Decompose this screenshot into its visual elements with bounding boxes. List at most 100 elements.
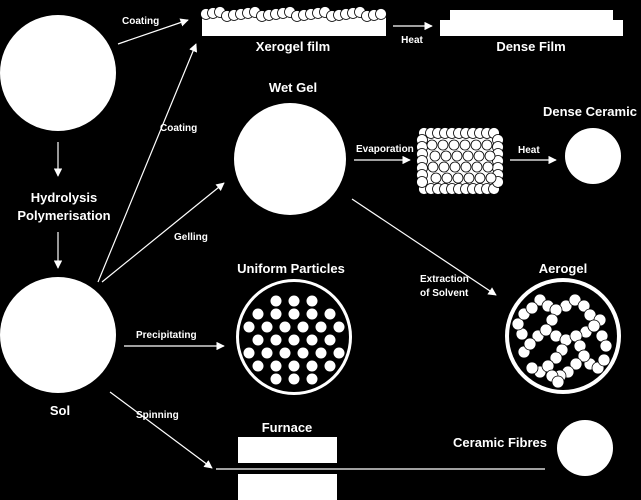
arrow-coating-diagonal <box>97 43 198 283</box>
particle <box>482 161 494 173</box>
particle <box>583 308 597 322</box>
aerogel-network <box>511 293 613 389</box>
particle <box>375 8 387 20</box>
particle <box>577 349 591 363</box>
particle <box>306 295 318 307</box>
particle <box>306 373 318 385</box>
particle <box>577 299 591 313</box>
particle <box>441 172 453 184</box>
xerogel-film-particles <box>200 6 387 22</box>
particle <box>427 161 439 173</box>
particle <box>270 295 282 307</box>
dense-film <box>440 10 623 36</box>
wet-gel-circle <box>234 103 346 215</box>
arrow-gelling <box>101 182 225 283</box>
xerogel-block <box>416 127 504 195</box>
particle <box>539 323 553 337</box>
particle <box>297 321 309 333</box>
particle <box>484 150 496 162</box>
particle <box>440 150 452 162</box>
sol-circle <box>0 277 116 393</box>
particle <box>315 347 327 359</box>
particle <box>460 161 472 173</box>
particle <box>511 317 525 331</box>
particle <box>288 360 300 372</box>
particle <box>568 293 582 307</box>
furnace-bottom <box>238 474 337 500</box>
extraction-label-1: Extraction <box>420 274 469 285</box>
particle <box>297 347 309 359</box>
particle <box>471 161 483 173</box>
coating-top-label: Coating <box>122 16 159 27</box>
particle <box>416 176 428 188</box>
particle <box>288 308 300 320</box>
particle <box>333 321 345 333</box>
particle <box>449 161 461 173</box>
particle <box>261 347 273 359</box>
particle <box>470 139 482 151</box>
wet-gel-label: Wet Gel <box>269 80 317 95</box>
particle <box>333 347 345 359</box>
particle <box>315 321 327 333</box>
xerogel-film <box>200 6 387 36</box>
particle <box>279 347 291 359</box>
particle <box>569 357 583 371</box>
particle <box>426 139 438 151</box>
particle <box>252 334 264 346</box>
particle <box>261 321 273 333</box>
particle <box>324 334 336 346</box>
particle <box>252 360 264 372</box>
particle <box>270 373 282 385</box>
particle <box>599 339 613 353</box>
particle <box>463 172 475 184</box>
particle <box>523 337 537 351</box>
particle <box>270 334 282 346</box>
furnace-top <box>238 437 337 463</box>
particle <box>485 172 497 184</box>
hydrolysis-label: Hydrolysis <box>31 190 97 205</box>
uniform-particle-dots <box>243 295 345 385</box>
particle <box>270 360 282 372</box>
particle <box>437 139 449 151</box>
particle <box>525 301 539 315</box>
particle <box>324 308 336 320</box>
particle <box>279 321 291 333</box>
particle <box>306 360 318 372</box>
aerogel-label: Aerogel <box>539 261 587 276</box>
spinning-label: Spinning <box>136 410 179 421</box>
particle <box>551 375 565 389</box>
particle <box>430 172 442 184</box>
xerogel-block-particles <box>416 127 504 195</box>
particle <box>473 150 485 162</box>
particle <box>597 353 611 367</box>
evaporation-label: Evaporation <box>356 144 414 155</box>
particle <box>549 351 563 365</box>
particle <box>481 139 493 151</box>
particle <box>474 172 486 184</box>
particle <box>324 360 336 372</box>
particle <box>545 313 559 327</box>
particle <box>459 139 471 151</box>
particle <box>306 334 318 346</box>
arrow-spinning <box>109 391 213 469</box>
particle <box>451 150 463 162</box>
particle <box>288 334 300 346</box>
polymerisation-label: Polymerisation <box>17 208 110 223</box>
xerogel-film-label: Xerogel film <box>256 39 330 54</box>
particle <box>587 319 601 333</box>
heat-ceramic-label: Heat <box>518 145 540 156</box>
dense-ceramic-circle <box>565 128 621 184</box>
dense-ceramic-label: Dense Ceramic <box>543 104 637 119</box>
sol-label: Sol <box>50 403 70 418</box>
precursor-circle <box>0 15 116 131</box>
particle <box>462 150 474 162</box>
particle <box>243 347 255 359</box>
gelling-label: Gelling <box>174 232 208 243</box>
aerogel-circle <box>505 278 621 394</box>
particle <box>288 373 300 385</box>
ceramic-fibres-label: Ceramic Fibres <box>453 435 547 450</box>
uniform-particles-label: Uniform Particles <box>237 261 345 276</box>
particle <box>429 150 441 162</box>
arrow-extraction <box>351 198 497 296</box>
